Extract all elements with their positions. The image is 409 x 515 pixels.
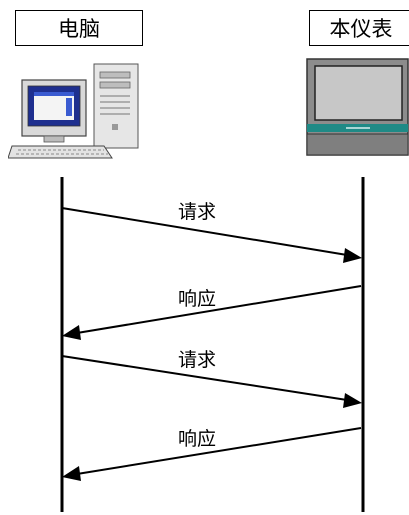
computer-label: 电脑 (15, 10, 143, 46)
request-arrowhead-2 (343, 393, 362, 408)
request-arrow-1 (61, 207, 348, 256)
message-label-request-1: 请求 (178, 201, 217, 223)
response-arrow-1 (76, 285, 362, 334)
response-arrowhead-1 (62, 325, 81, 340)
message-label-response-2: 响应 (178, 428, 217, 450)
response-arrow-2 (76, 427, 362, 475)
desktop-computer-icon (8, 63, 139, 159)
message-label-request-2: 请求 (178, 349, 217, 371)
message-label-response-1: 响应 (178, 288, 217, 310)
response-arrowhead-2 (62, 466, 81, 481)
request-arrow-2 (61, 355, 348, 401)
instrument-label: 本仪表 (309, 10, 409, 46)
instrument-panel-icon (306, 58, 409, 156)
request-arrowhead-1 (343, 248, 362, 263)
